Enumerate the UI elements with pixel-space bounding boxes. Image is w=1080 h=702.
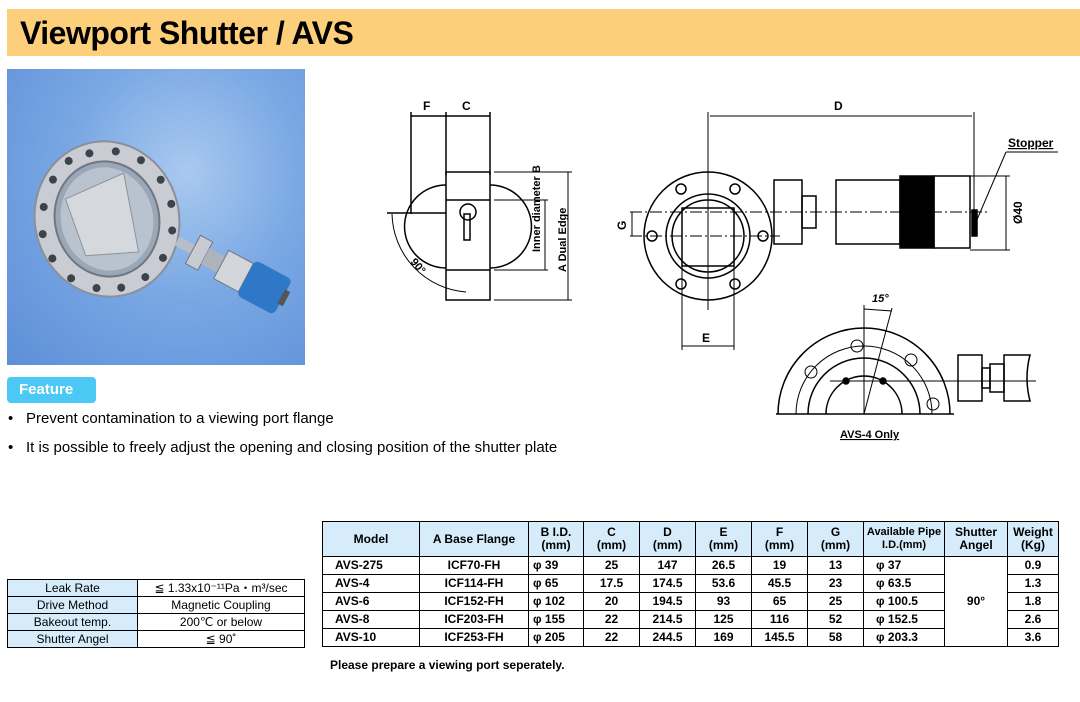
svg-text:Stopper: Stopper — [1008, 136, 1054, 150]
spec-row: Leak Rate≦ 1.33x10⁻¹¹Pa・m³/sec — [7, 579, 305, 597]
spec-row: Shutter Angel≦ 90˚ — [7, 630, 305, 648]
feature-list: •Prevent contamination to a viewing port… — [8, 408, 557, 466]
col-d: D (mm) — [639, 521, 696, 557]
product-photo — [7, 69, 305, 365]
feature-item: •It is possible to freely adjust the ope… — [8, 437, 557, 466]
table-note: Please prepare a viewing port seperately… — [330, 658, 565, 672]
table-row: AVS-10 ICF253-FH φ 205 22 244.5 169 145.… — [322, 628, 1059, 647]
svg-text:D: D — [834, 99, 843, 113]
spec-value: Magnetic Coupling — [137, 596, 305, 614]
col-f: F (mm) — [751, 521, 808, 557]
svg-text:F: F — [423, 99, 430, 113]
side-view-drawing — [387, 112, 572, 301]
detail-view-drawing — [776, 305, 1036, 415]
svg-text:G: G — [615, 221, 629, 230]
svg-text:AVS-4 Only: AVS-4 Only — [840, 429, 900, 441]
svg-text:90°: 90° — [408, 256, 428, 276]
spec-key: Bakeout temp. — [7, 613, 138, 631]
svg-text:Inner diameter B: Inner diameter B — [531, 165, 543, 252]
feature-tag: Feature — [7, 377, 96, 403]
col-c: C (mm) — [583, 521, 640, 557]
spec-value: 200℃ or below — [137, 613, 305, 631]
spec-row: Bakeout temp.200℃ or below — [7, 613, 305, 631]
feature-item: •Prevent contamination to a viewing port… — [8, 408, 557, 437]
table-row: AVS-275 ICF70-FH φ 39 25 147 26.5 19 13 … — [322, 556, 1059, 647]
col-g: G (mm) — [807, 521, 864, 557]
technical-drawing: F C 90° Inner diameter B A Dual Edge — [387, 99, 1058, 441]
svg-text:15°: 15° — [872, 293, 889, 305]
spec-value: ≦ 90˚ — [137, 630, 305, 648]
table-header-row: Model A Base Flange B I.D. (mm) C (mm) D… — [322, 521, 1059, 557]
col-model: Model — [322, 521, 420, 557]
svg-text:A Dual Edge: A Dual Edge — [557, 208, 569, 272]
page-title: Viewport Shutter / AVS — [20, 15, 354, 51]
col-pipe-id: Available Pipe I.D.(mm) — [863, 521, 945, 557]
svg-text:C: C — [462, 99, 471, 113]
spec-key: Leak Rate — [7, 579, 138, 597]
dimensions-table: Model A Base Flange B I.D. (mm) C (mm) D… — [322, 521, 1059, 647]
col-base-flange: A Base Flange — [419, 521, 529, 557]
bullet-icon: • — [8, 410, 14, 427]
bullet-icon: • — [8, 439, 14, 456]
front-view-drawing — [630, 112, 1058, 350]
spec-value: ≦ 1.33x10⁻¹¹Pa・m³/sec — [137, 579, 305, 597]
svg-text:Ø40: Ø40 — [1011, 201, 1025, 224]
spec-table: Leak Rate≦ 1.33x10⁻¹¹Pa・m³/sec Drive Met… — [7, 579, 305, 648]
col-weight: Weight (Kg) — [1007, 521, 1059, 557]
col-e: E (mm) — [695, 521, 752, 557]
table-row: AVS-8 ICF203-FH φ 155 22 214.5 125 116 5… — [322, 610, 1059, 629]
shutter-angle-cell: 90° — [944, 556, 1008, 647]
col-shutter-angle: Shutter Angel — [944, 521, 1008, 557]
svg-text:E: E — [702, 331, 710, 345]
col-b-id: B I.D. (mm) — [528, 521, 584, 557]
spec-key: Shutter Angel — [7, 630, 138, 648]
spec-key: Drive Method — [7, 596, 138, 614]
title-bar: Viewport Shutter / AVS — [7, 9, 1080, 56]
table-row: AVS-6 ICF152-FH φ 102 20 194.5 93 65 25 … — [322, 592, 1059, 611]
